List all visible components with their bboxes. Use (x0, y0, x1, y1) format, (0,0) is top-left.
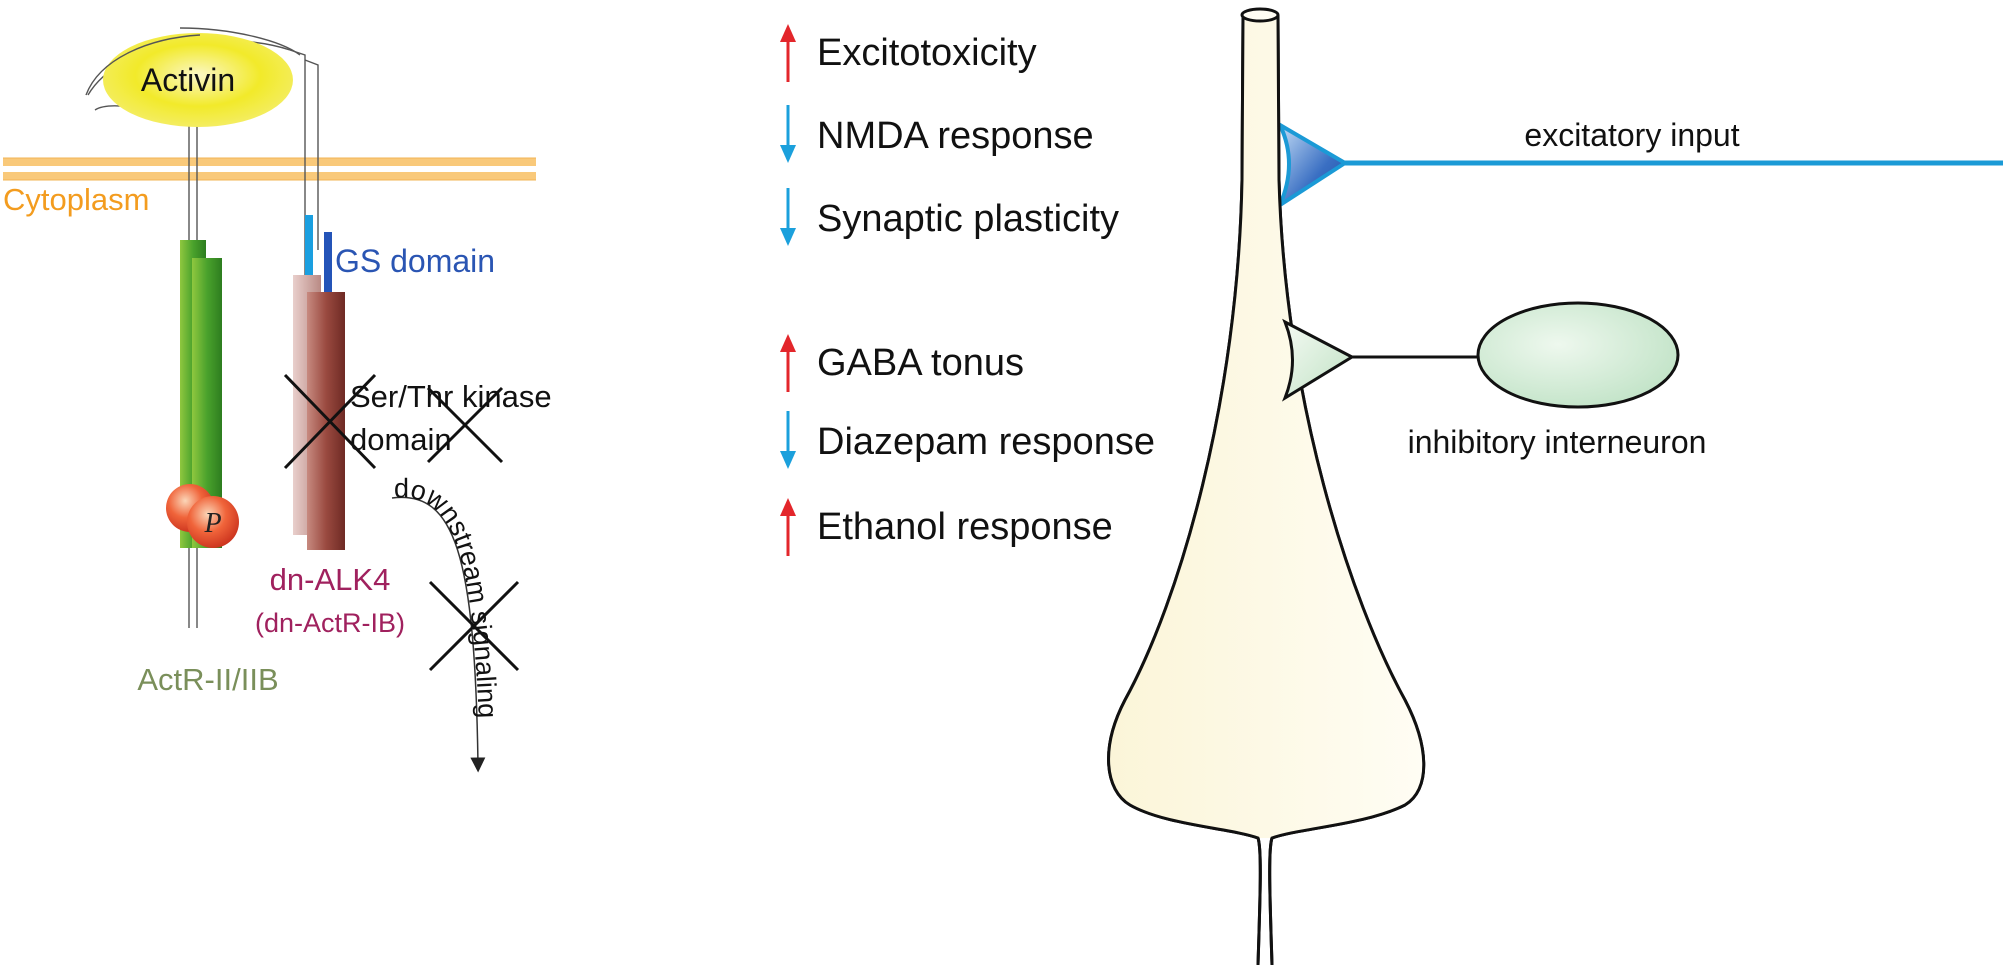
up-arrow-icon (780, 24, 796, 82)
down-arrow-icon (780, 188, 796, 246)
effect-item: NMDA response (780, 105, 1094, 163)
downstream-label-path: downstream signaling (394, 473, 503, 718)
activin-label: Activin (141, 62, 235, 98)
actr-ii-label: ActR-II/IIB (137, 662, 278, 697)
effect-label: Synaptic plasticity (817, 198, 1119, 240)
neuron-diagram: excitatory input inhibitory interneuron (1107, 7, 2003, 966)
receptor-diagram: Activin Cytoplasm P GS domain (3, 27, 552, 773)
dn-alk4-receptor (293, 275, 345, 550)
inhibitory-interneuron-label: inhibitory interneuron (1408, 424, 1707, 460)
cell-membrane (3, 157, 536, 181)
down-arrow-icon (780, 411, 796, 469)
downstream-label: downstream signaling (394, 473, 503, 718)
gs-domain-label: GS domain (335, 243, 495, 279)
inhibitory-interneuron (1476, 301, 1680, 409)
kinase-domain-label-2: domain (350, 422, 452, 457)
dn-actr-ib-label: (dn-ActR-IB) (255, 608, 405, 638)
effect-item: Excitotoxicity (780, 24, 1037, 82)
effect-label: GABA tonus (817, 342, 1024, 384)
kinase-block-cross (283, 373, 377, 470)
activin-ligand (103, 33, 293, 127)
effect-label: NMDA response (817, 115, 1094, 157)
gs-domain (305, 215, 332, 292)
inhibitory-synapse (1281, 318, 1356, 402)
effect-item: GABA tonus (780, 334, 1024, 392)
phosphate-group: P (166, 484, 239, 548)
phospho-label: P (203, 508, 221, 539)
effect-label: Excitotoxicity (817, 32, 1037, 74)
up-arrow-icon (780, 498, 796, 556)
effect-item: Synaptic plasticity (780, 188, 1119, 246)
effect-item: Ethanol response (780, 498, 1113, 556)
dendrite-tip (1240, 7, 1280, 23)
effect-item: Diazepam response (780, 411, 1155, 469)
dn-alk4-label: dn-ALK4 (270, 562, 391, 597)
down-arrow-icon (780, 105, 796, 163)
kinase-domain-label-1: Ser/Thr kinase (350, 379, 552, 414)
kinase-label-cross (426, 386, 504, 464)
excitatory-input-label: excitatory input (1524, 117, 1739, 153)
effect-label: Ethanol response (817, 506, 1113, 548)
neuron-soma-fill (1108, 18, 1424, 838)
up-arrow-icon (780, 334, 796, 392)
cytoplasm-label: Cytoplasm (3, 182, 149, 217)
downstream-block-cross (428, 580, 520, 672)
downstream-arrow (391, 496, 486, 773)
effect-label: Diazepam response (817, 421, 1155, 463)
excitatory-synapse (1275, 120, 1349, 211)
